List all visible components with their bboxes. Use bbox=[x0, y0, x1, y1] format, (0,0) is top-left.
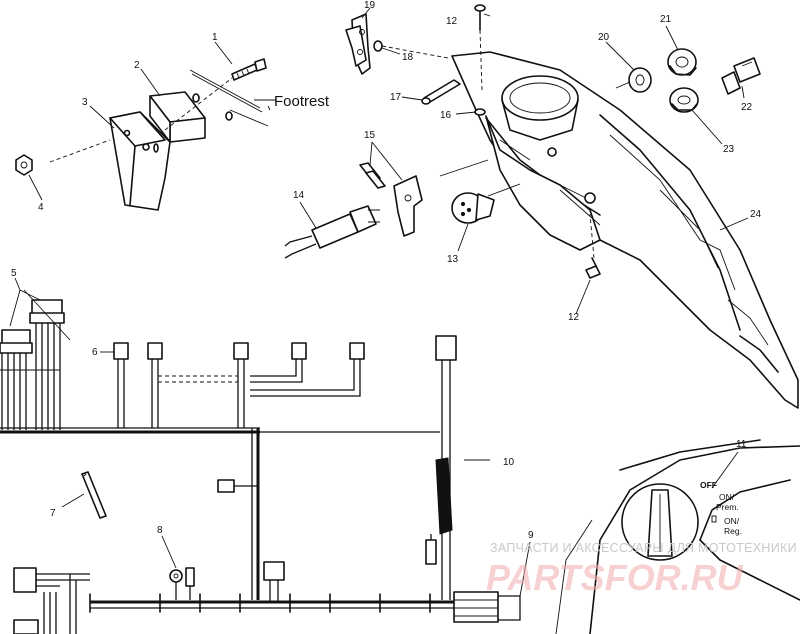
wiring-harness bbox=[0, 289, 521, 634]
handlebar-pod-assembly bbox=[345, 4, 799, 409]
kill-switch-part-14 bbox=[284, 205, 380, 259]
watermark-tagline: ЗАПЧАСТИ И АКСЕССУАРЫ ДЛЯ МОТОТЕХНИКИ bbox=[490, 541, 797, 555]
clip-part-19 bbox=[345, 13, 371, 75]
callout-24: 24 bbox=[750, 209, 762, 220]
pod-housing-part-24 bbox=[451, 51, 799, 409]
connector-group-part-6 bbox=[113, 342, 365, 428]
footrest-bracket-assembly bbox=[15, 58, 271, 211]
callout-13: 13 bbox=[447, 254, 459, 265]
callout-20: 20 bbox=[598, 32, 610, 43]
switch-on-reg-label-1: ON/ bbox=[724, 516, 740, 526]
callout-17: 17 bbox=[390, 92, 402, 103]
ignition-switch-part-13 bbox=[451, 192, 495, 224]
callout-23: 23 bbox=[723, 144, 735, 155]
callout-3: 3 bbox=[82, 97, 88, 108]
callout-22: 22 bbox=[741, 102, 753, 113]
callout-4: 4 bbox=[38, 202, 44, 213]
harness-branch-part-10 bbox=[425, 335, 457, 600]
watermark-brand: PARTSFOR.RU bbox=[486, 557, 744, 598]
ring-terminal-part-8 bbox=[169, 567, 195, 600]
switch-off-label: OFF bbox=[700, 480, 717, 490]
callout-2: 2 bbox=[134, 60, 140, 71]
grommet-part-20 bbox=[628, 67, 652, 93]
screw-part-12-top bbox=[474, 4, 486, 31]
mount-block-part-3 bbox=[109, 111, 171, 211]
clip-part-17 bbox=[421, 79, 461, 105]
callout-15: 15 bbox=[364, 130, 376, 141]
watermark: ЗАПЧАСТИ И АКСЕССУАРЫ ДЛЯ МОТОТЕХНИКИ PA… bbox=[486, 541, 797, 598]
switch-assembly bbox=[284, 162, 495, 259]
callout-16: 16 bbox=[440, 110, 452, 121]
ignition-switch-face-part-11 bbox=[555, 439, 800, 634]
callout-10: 10 bbox=[503, 457, 515, 468]
screw-part-12-bottom bbox=[585, 257, 601, 279]
switch-on-prem-label-1: ON/ bbox=[719, 492, 735, 502]
connector-group-part-5 bbox=[0, 289, 71, 430]
grommet-part-21 bbox=[667, 48, 697, 76]
callout-18: 18 bbox=[402, 52, 414, 63]
leader-lines bbox=[14, 7, 749, 597]
callout-21: 21 bbox=[660, 14, 672, 25]
nut-part-4 bbox=[15, 154, 33, 176]
callout-8: 8 bbox=[157, 525, 163, 536]
callout-12-bottom: 12 bbox=[568, 312, 580, 323]
callout-7: 7 bbox=[50, 508, 56, 519]
callout-9: 9 bbox=[528, 530, 534, 541]
callout-14: 14 bbox=[293, 190, 305, 201]
callout-19: 19 bbox=[364, 0, 376, 11]
callout-5: 5 bbox=[11, 268, 17, 279]
connector-group-bottom-left bbox=[13, 567, 90, 634]
callout-11: 11 bbox=[736, 439, 747, 450]
callout-6: 6 bbox=[92, 347, 98, 358]
cable-tie-part-7 bbox=[81, 471, 107, 519]
bolt-part-1 bbox=[231, 58, 267, 81]
grommet-part-23 bbox=[669, 87, 699, 113]
callout-12-top: 12 bbox=[446, 16, 458, 27]
callout-numbers: 1 2 3 4 5 6 7 8 9 10 11 12 12 13 14 15 1… bbox=[11, 0, 762, 541]
switch-on-reg-label-2: Reg. bbox=[724, 526, 742, 536]
switch-on-prem-label-2: Prem. bbox=[716, 502, 739, 512]
lever-part-15 bbox=[393, 175, 423, 237]
footrest-label: Footrest bbox=[274, 93, 330, 110]
key-part-22 bbox=[721, 57, 761, 95]
connector-block-part-9 bbox=[453, 591, 521, 623]
callout-1: 1 bbox=[212, 32, 218, 43]
